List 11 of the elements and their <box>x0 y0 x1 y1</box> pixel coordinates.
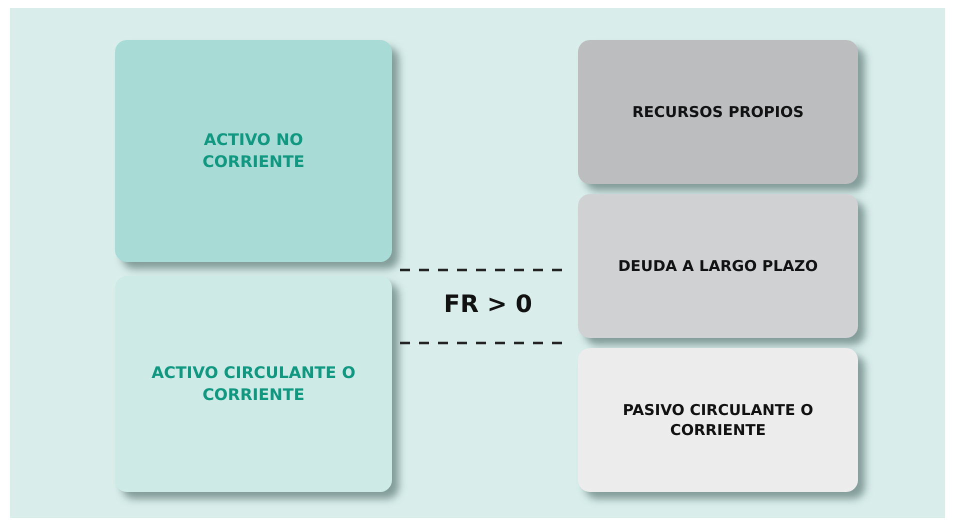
balance-box <box>578 194 858 338</box>
box-label: PASIVO CIRCULANTE O CORRIENTE <box>622 400 814 440</box>
formula-label: FR > 0 <box>442 290 534 318</box>
balance-box <box>578 40 858 184</box>
balance-box <box>115 40 392 262</box>
balance-box <box>578 348 858 492</box>
box-label: DEUDA A LARGO PLAZO <box>618 256 818 276</box>
box-label: ACTIVO CIRCULANTE O CORRIENTE <box>150 362 356 406</box>
box-label: ACTIVO NO CORRIENTE <box>201 129 306 173</box>
balance-box <box>115 276 392 492</box>
box-label: RECURSOS PROPIOS <box>632 102 804 122</box>
